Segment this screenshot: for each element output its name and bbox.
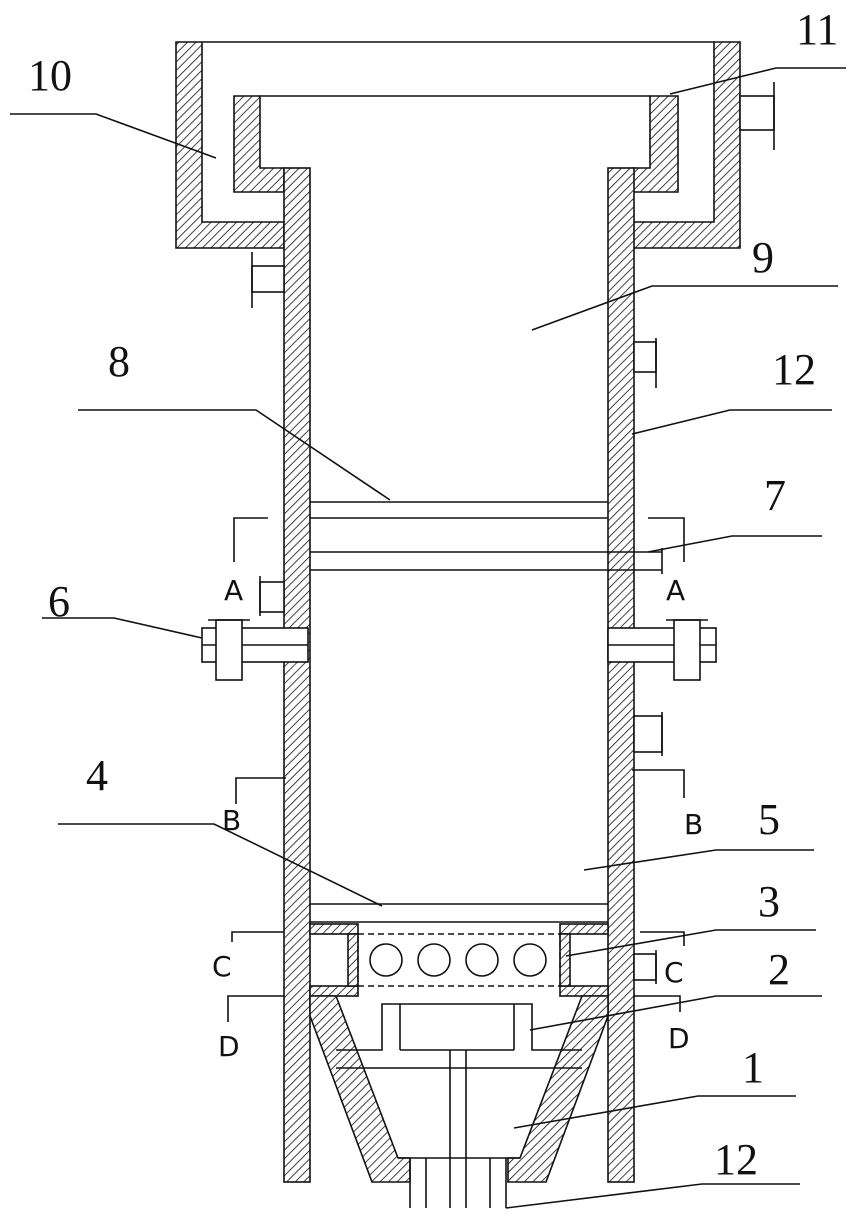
section-d-left: D [218, 1030, 240, 1063]
label-2: 2 [768, 945, 790, 994]
label-1: 1 [742, 1043, 764, 1092]
label-7: 7 [764, 471, 786, 520]
section-a-left: A [224, 574, 243, 607]
nozzle-left-mid [259, 576, 285, 616]
nozzle-upper-left [251, 252, 285, 308]
label-9: 9 [752, 233, 774, 282]
label-10: 10 [28, 51, 72, 100]
label-12-upper: 12 [772, 345, 816, 394]
left-wall [283, 167, 311, 1183]
nozzle-right-c [633, 950, 657, 984]
nozzle-cap-2 [336, 1003, 582, 1051]
section-d-right: D [668, 1022, 690, 1055]
plate-4 [310, 903, 608, 923]
feed-pipes [409, 1050, 507, 1208]
bolt-left [215, 619, 243, 681]
inner-cap-right [631, 95, 679, 193]
cone-left [309, 995, 411, 1183]
section-markers [227, 517, 685, 1022]
label-11: 11 [796, 5, 838, 54]
cone-right [507, 995, 609, 1183]
section-c-left: C [212, 950, 232, 983]
leader-lines [10, 67, 846, 1209]
section-c-right: C [664, 956, 684, 989]
section-b-left: B [222, 804, 241, 837]
label-3: 3 [758, 877, 780, 926]
distributor-3 [309, 923, 609, 997]
nozzle-right-lower [633, 712, 663, 756]
label-8: 8 [108, 337, 130, 386]
nozzle-outlet-11 [739, 82, 775, 150]
label-6: 6 [48, 577, 70, 626]
label-4: 4 [86, 751, 108, 800]
plate-8 [310, 501, 608, 519]
rod-7 [310, 548, 663, 574]
nozzle-right-upper [633, 338, 657, 388]
inner-cap [233, 95, 285, 193]
right-wall [607, 167, 635, 1183]
label-12-lower: 12 [714, 1135, 758, 1184]
section-b-right: B [684, 808, 703, 841]
bolt-right [673, 619, 701, 681]
label-5: 5 [758, 795, 780, 844]
section-a-right: A [666, 574, 685, 607]
